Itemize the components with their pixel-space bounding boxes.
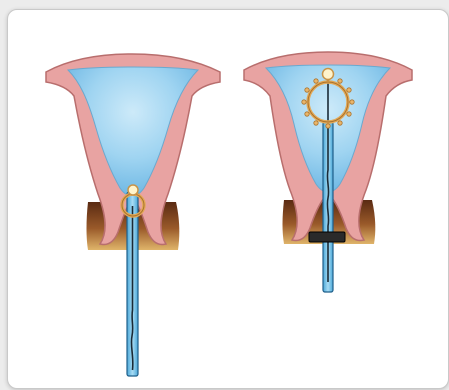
device-knob-right — [323, 69, 334, 80]
uterus-insertion-diagram — [8, 10, 448, 388]
figure-card — [7, 9, 449, 389]
device-knob-left — [128, 185, 138, 195]
panel-left — [46, 54, 220, 376]
inserter-thread-right — [327, 82, 328, 282]
panel-right — [244, 52, 412, 292]
stopper-flange — [309, 232, 345, 242]
